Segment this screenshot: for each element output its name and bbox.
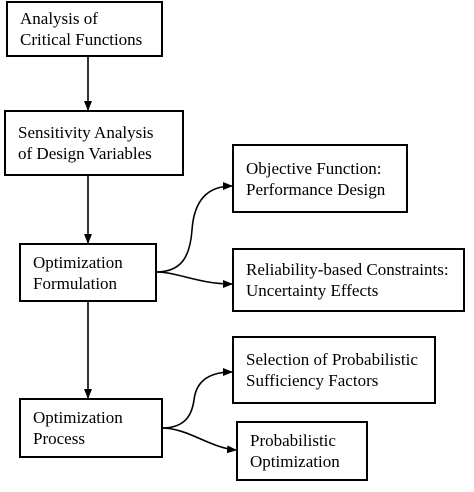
node-optimization-formulation-line-1: Optimization [33, 252, 123, 272]
node-optimization-process-line-2: Process [33, 429, 85, 448]
node-objective-function-line-2: Performance Design [246, 179, 386, 199]
node-reliability-constraints: Reliability-based Constraints: Uncertain… [232, 248, 465, 312]
node-optimization-process-line-1: Optimization [33, 408, 123, 427]
node-probabilistic-optimization-line-1: Probabilistic [250, 431, 336, 450]
node-sensitivity-analysis-line-1: Sensitivity Analysis [18, 123, 154, 142]
node-critical-functions: Analysis of Critical Functions [6, 1, 163, 57]
node-sufficiency-factors: Selection of Probabilistic Sufficiency F… [232, 336, 436, 404]
node-sensitivity-analysis-line-2: of Design Variables [18, 144, 152, 163]
arrow-formulation-to-objective [155, 182, 233, 273]
node-objective-function-line-1: Objective Function: [246, 158, 382, 178]
arrow-process-to-sufficiency [161, 368, 233, 429]
node-optimization-formulation-line-2: Formulation [33, 273, 118, 293]
node-reliability-constraints-line-2: Uncertainty Effects [246, 281, 379, 300]
node-sufficiency-factors-line-2: Sufficiency Factors [246, 371, 379, 390]
node-optimization-formulation: Optimization Formulation [19, 243, 157, 302]
node-probabilistic-optimization-line-2: Optimization [250, 452, 340, 471]
node-critical-functions-line-1: Analysis of [20, 9, 98, 28]
node-critical-functions-line-2: Critical Functions [20, 30, 143, 49]
node-probabilistic-optimization: Probabilistic Optimization [236, 421, 368, 481]
node-sufficiency-factors-line-1: Selection of Probabilistic [246, 350, 418, 369]
node-optimization-process: Optimization Process [19, 398, 163, 458]
node-reliability-constraints-line-1: Reliability-based Constraints: [246, 260, 449, 279]
arrow-formulation-to-reliability [155, 271, 233, 288]
node-objective-function: Objective Function: Performance Design [232, 144, 408, 213]
node-sensitivity-analysis: Sensitivity Analysis of Design Variables [4, 110, 184, 176]
arrow-process-to-probabilistic [161, 427, 237, 454]
